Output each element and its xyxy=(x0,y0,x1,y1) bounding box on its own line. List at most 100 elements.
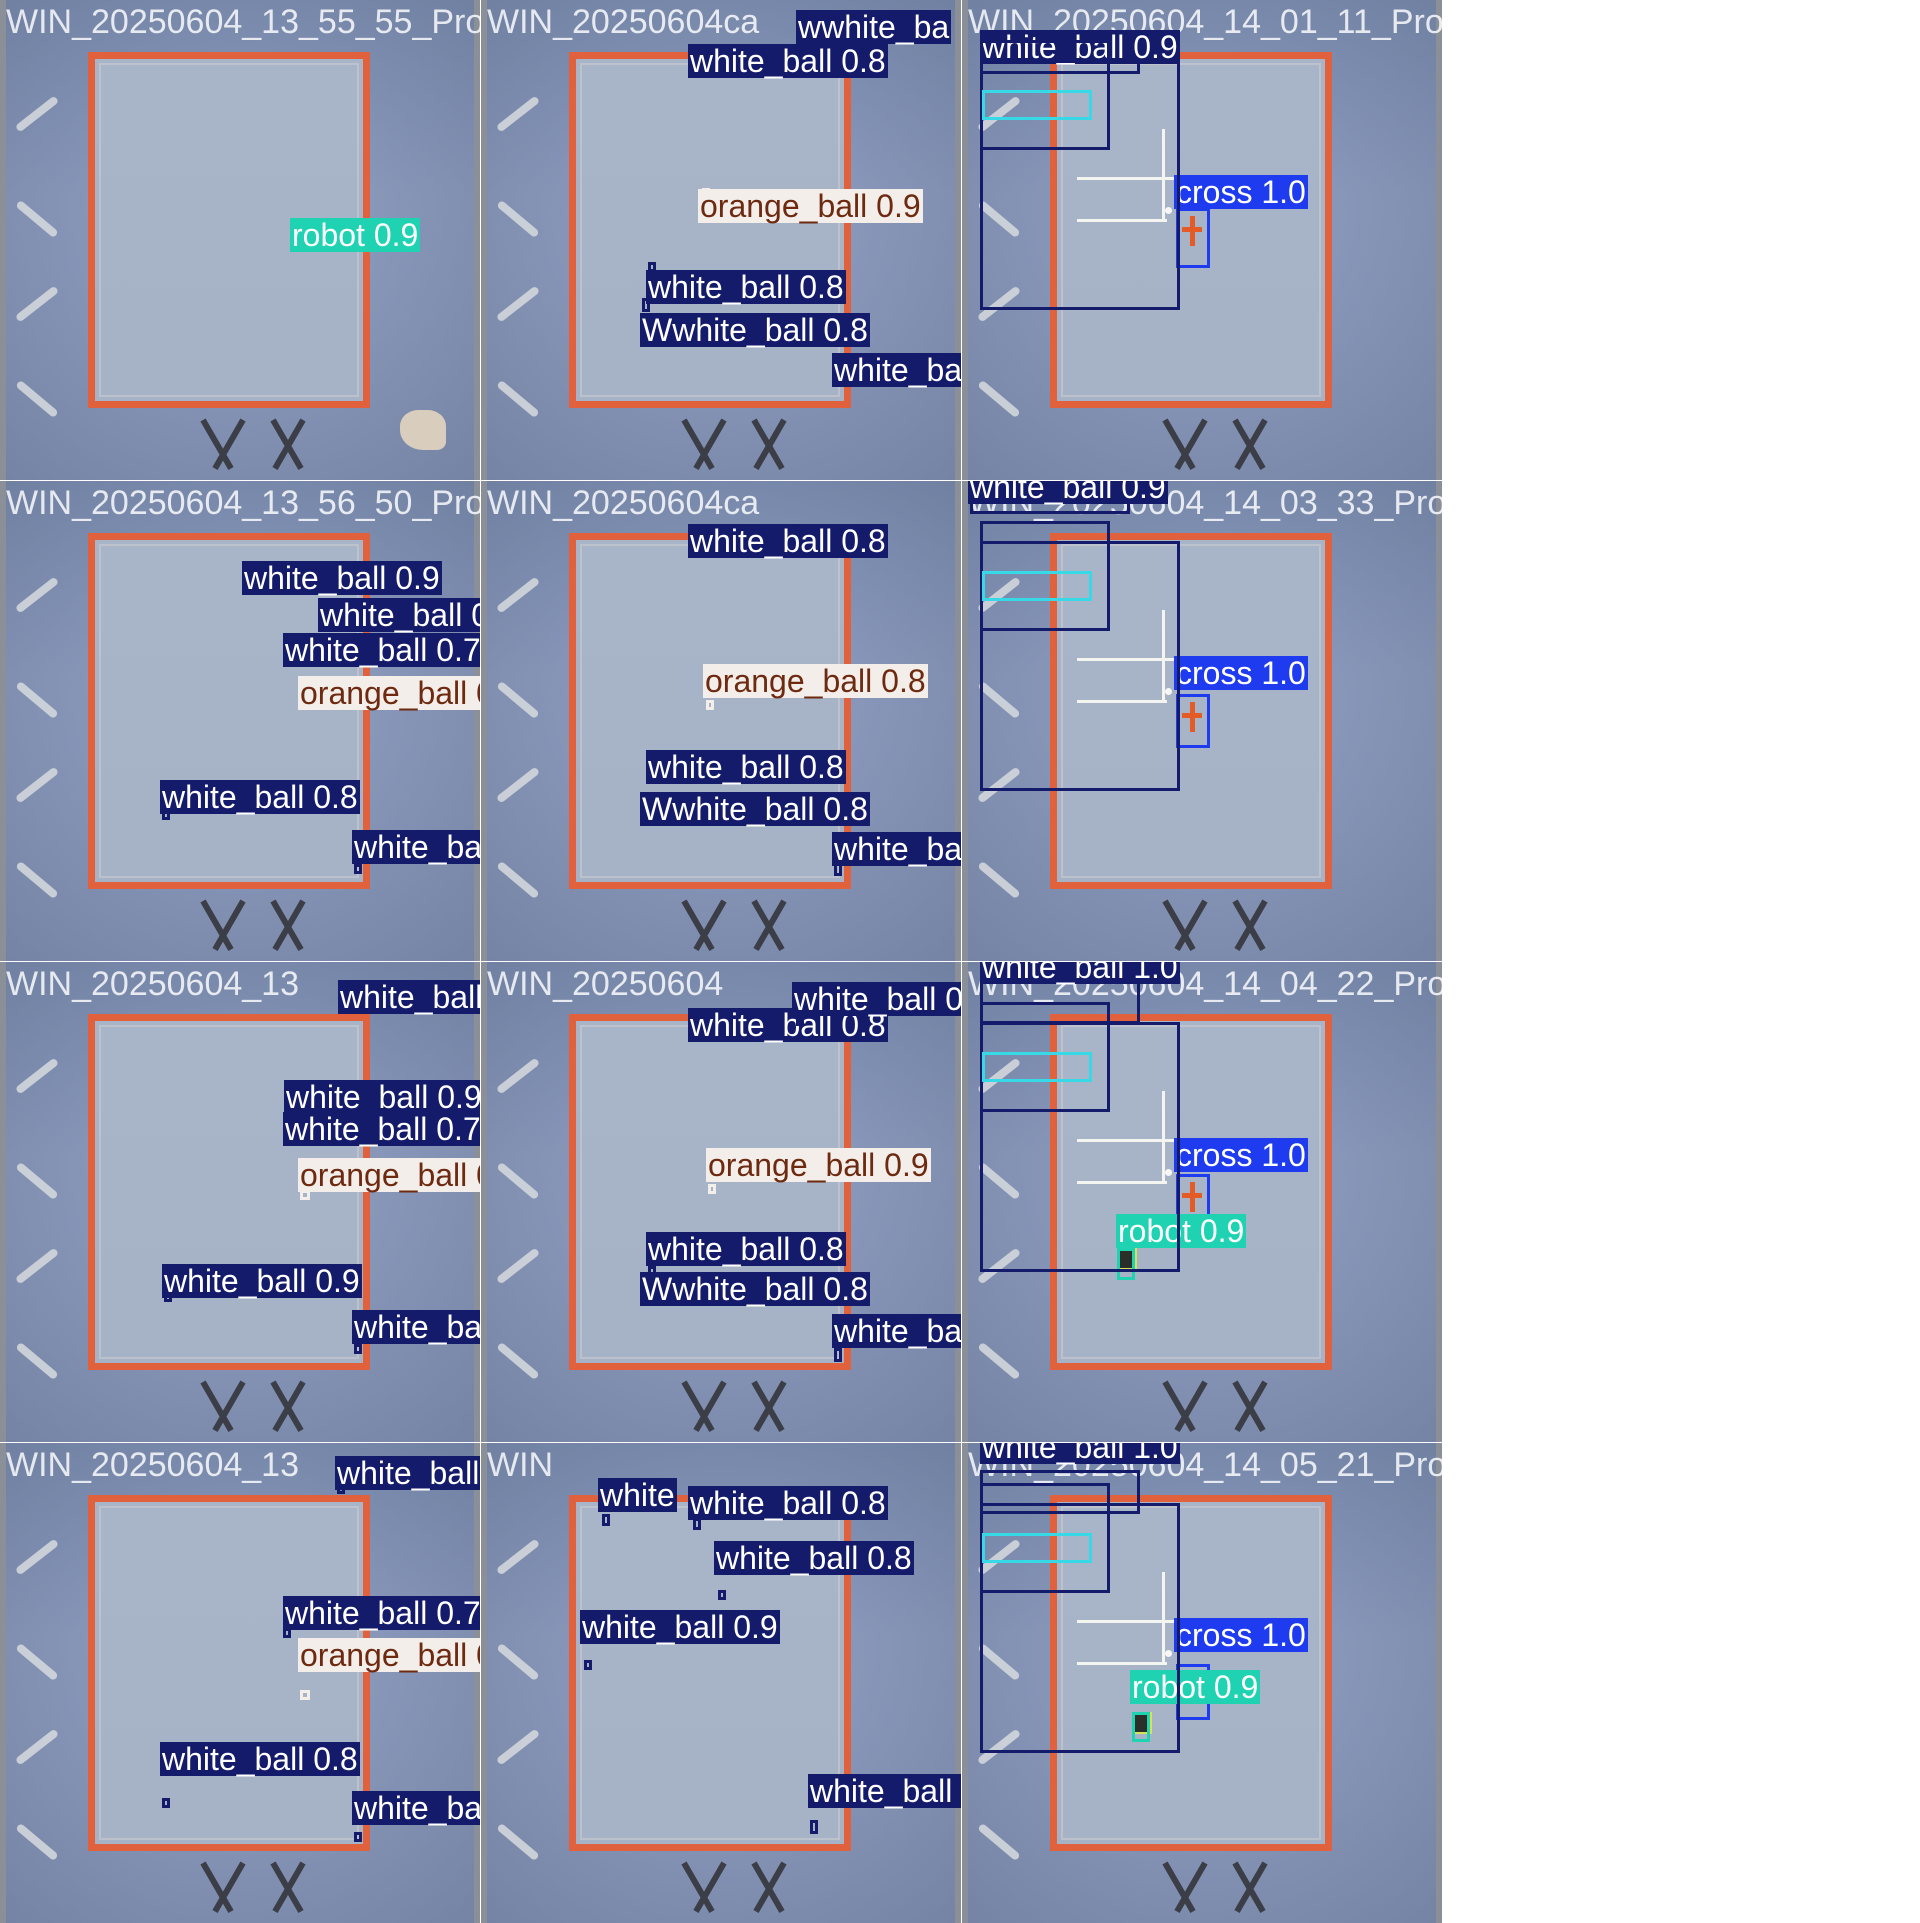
image-tile: WIN_20250604_13_55_55_Pro_jpgrobot 0.9 xyxy=(0,0,480,480)
white-ball-object xyxy=(1165,207,1172,214)
detection-label: white_ball 0.8 xyxy=(714,1540,914,1576)
detection-box xyxy=(1176,694,1210,748)
detection-label: Wwhite_ball 0.8 xyxy=(640,312,870,348)
detection-label: white_ball 0.8 xyxy=(646,749,846,785)
arena-field xyxy=(569,533,851,889)
detection-box xyxy=(300,1690,310,1700)
detection-label: white_ball 0.9 xyxy=(832,1314,961,1348)
detection-label: white_ball 0.8 xyxy=(688,43,888,79)
detection-label: white_ball 0.8 xyxy=(808,1774,961,1808)
detection-label: white_ball 0.9 xyxy=(980,29,1180,65)
detection-label: white_ball 0.8 xyxy=(160,1741,360,1777)
detection-label: white xyxy=(598,1477,677,1513)
arena-field xyxy=(1050,533,1332,889)
detection-box xyxy=(1176,208,1210,268)
arena-field xyxy=(88,1495,370,1851)
detection-label: white_ball 0.8 xyxy=(352,1310,480,1344)
detection-label: orange_ball 0.8 xyxy=(703,663,928,699)
wall-box xyxy=(982,90,1092,120)
image-filename: WIN_20250604_13 xyxy=(6,1446,300,1484)
detection-label: white_ball 0.7 xyxy=(283,633,480,667)
detection-label: white_ball 0.9 xyxy=(580,1609,780,1645)
boundary-line xyxy=(1077,700,1167,703)
detection-label: cross 1.0 xyxy=(1174,1617,1308,1653)
detection-label: white_ball 0.9 xyxy=(968,481,1168,504)
boundary-line xyxy=(1162,610,1165,702)
detection-label: Wwhite_ball 0.8 xyxy=(640,1271,870,1307)
detection-label: white_ball 0.7 xyxy=(283,1596,480,1630)
detection-label: cross 1.0 xyxy=(1174,1137,1308,1173)
detection-label: white_ball 0.8 xyxy=(646,269,846,305)
detection-box xyxy=(718,1590,726,1600)
detection-label: orange_ball 0.8 xyxy=(298,676,480,710)
detection-box xyxy=(706,700,714,710)
image-filename: WIN_20250604 xyxy=(487,965,724,1003)
detection-label: robot 0.9 xyxy=(290,217,421,253)
detection-label: orange_ball 0.9 xyxy=(698,188,923,224)
detection-label: white_ball 0.8 xyxy=(646,1231,846,1267)
boundary-line xyxy=(1162,1572,1165,1664)
boundary-line xyxy=(1162,1091,1165,1183)
detection-label: robot 0.9 xyxy=(1116,1213,1247,1249)
detection-label: robot 0.9 xyxy=(1130,1669,1261,1705)
detection-label: white_ball 0.8 xyxy=(160,779,360,815)
boundary-line xyxy=(1162,129,1165,221)
arena-field xyxy=(569,52,851,408)
wall-box xyxy=(982,1533,1092,1563)
detection-box xyxy=(1132,1712,1150,1742)
detection-label: white_ball 0.9 xyxy=(284,1080,480,1114)
image-filename: WIN_20250604ca xyxy=(487,3,760,41)
cross-object xyxy=(1182,1182,1202,1212)
detection-label: white_ball 0.9 xyxy=(335,1456,480,1490)
detection-label: white_ball 0.7 xyxy=(283,1112,480,1146)
white-ball-object xyxy=(1165,688,1172,695)
detection-label: orange_ball 0.8 xyxy=(298,1638,480,1672)
detection-box xyxy=(354,1344,362,1354)
image-tile: WIN_20250604_13_56_50_Pro_jpgwhite_ball … xyxy=(0,481,480,961)
image-tile: WIN_20250604_14_03_33_Pro_jpg.rf.061cd3b… xyxy=(962,481,1442,961)
detection-box xyxy=(834,1348,842,1362)
image-tile: WIN_20250604_14_04_22_Pro-3-_jpg.rf.0420… xyxy=(962,962,1442,1442)
wall-box xyxy=(980,1022,1180,1272)
detection-box xyxy=(354,1832,362,1842)
image-filename: WIN_20250604ca xyxy=(487,484,760,522)
detection-label: white_ball 1.0 xyxy=(980,1443,1180,1464)
wall-box xyxy=(980,60,1180,310)
detection-box xyxy=(584,1660,592,1670)
boundary-line xyxy=(1077,1620,1187,1623)
detection-label: orange_ball 0.9 xyxy=(706,1147,931,1183)
image-tile: WIN_20250604 white_ball 0.8 white_ball 0.8… xyxy=(481,962,961,1442)
detection-label: Wwhite_ball 0.8 xyxy=(640,791,870,827)
detection-label: white_ball 1.0 xyxy=(980,962,1180,984)
arena-field xyxy=(88,1014,370,1370)
image-tile: WIN_20250604_13 white_ball 0.9 white_ball … xyxy=(0,1443,480,1923)
image-tile: WIN_20250604_14_05_21_Pro_jpg.rf.7579760… xyxy=(962,1443,1442,1923)
image-filename: WIN_20250604_13 xyxy=(6,965,300,1003)
detection-box xyxy=(354,864,362,874)
detection-label: white_ball 0.8 xyxy=(792,982,961,1016)
detection-label: white_ball 0.9 xyxy=(162,1263,362,1299)
detection-box xyxy=(708,1184,716,1194)
boundary-line xyxy=(1077,219,1167,222)
shoe-object xyxy=(400,410,446,450)
detection-box xyxy=(602,1514,610,1526)
wall-box xyxy=(980,541,1180,791)
image-filename: WIN_20250604_13_55_55_Pro_jpg xyxy=(6,3,480,41)
detection-label: cross 1.0 xyxy=(1174,655,1308,691)
cross-object xyxy=(1182,702,1202,732)
image-filename: WIN xyxy=(487,1446,554,1484)
detection-label: orange_ball 0.7 xyxy=(298,1158,480,1192)
detection-box xyxy=(1117,1248,1135,1280)
white-ball-object xyxy=(1165,1650,1172,1657)
boundary-line xyxy=(1077,1181,1167,1184)
wall-box xyxy=(982,1052,1092,1082)
image-tile: WIN white_ball 0.8 white white_ball 0.8 whit… xyxy=(481,1443,961,1923)
arena-field xyxy=(569,1014,851,1370)
cross-object xyxy=(1182,216,1202,246)
detection-box xyxy=(796,1018,804,1026)
detection-label: cross 1.0 xyxy=(1174,174,1308,210)
white-ball-object xyxy=(1165,1169,1172,1176)
detection-label: white_ball 0.8 xyxy=(688,1485,888,1521)
